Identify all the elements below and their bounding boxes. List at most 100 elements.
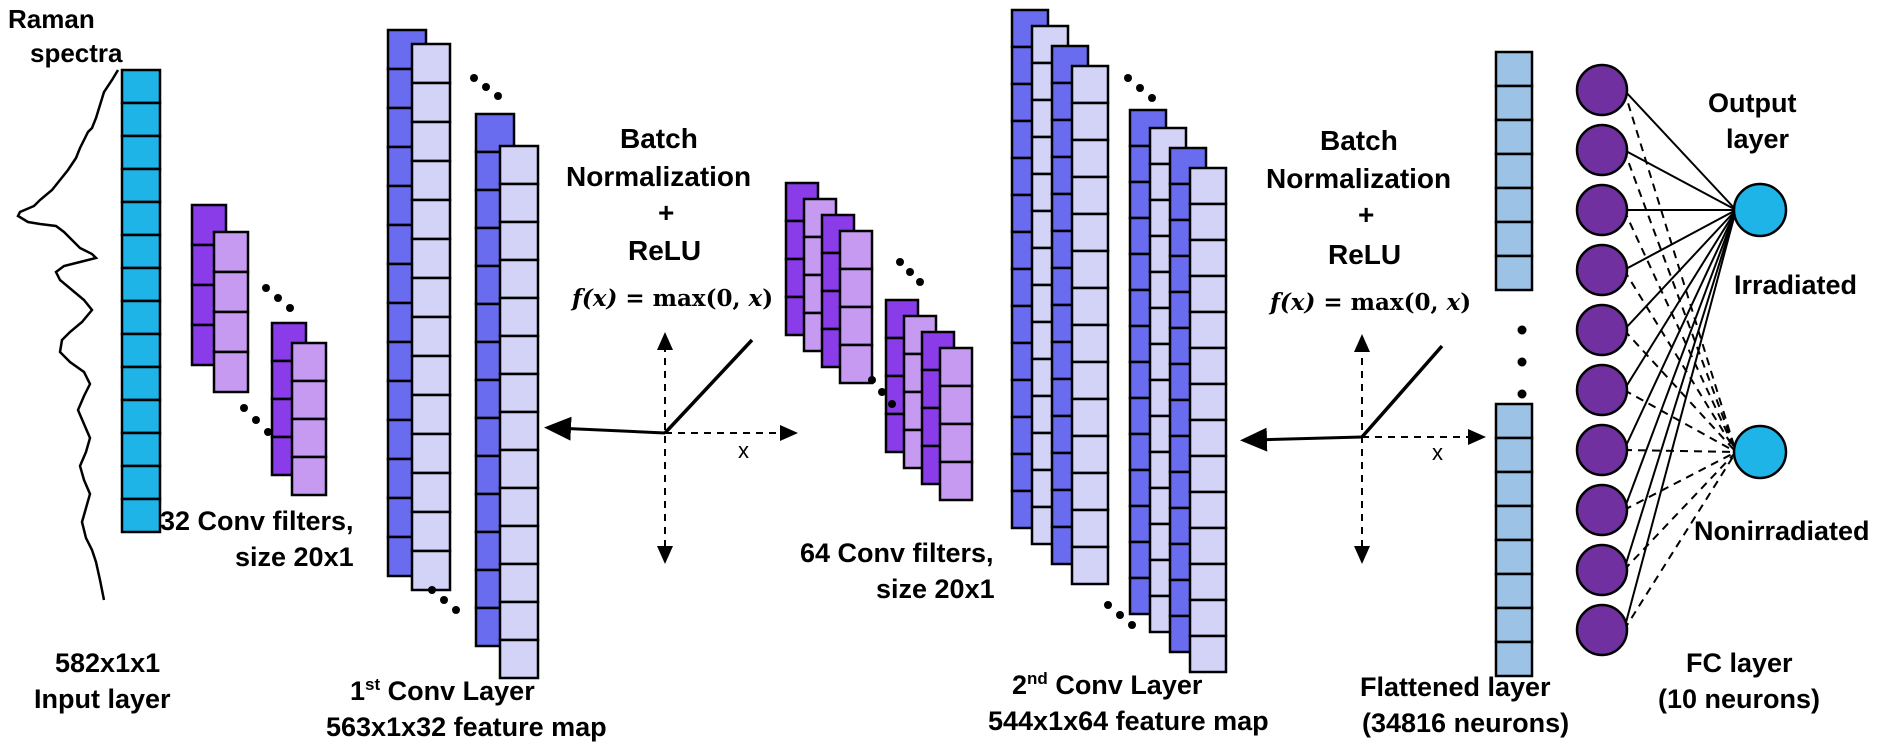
feature-map-cell <box>410 120 452 163</box>
flattened-cell <box>1494 402 1534 440</box>
feature-map-cell <box>1070 360 1110 401</box>
flattened-cell <box>1494 504 1534 542</box>
flattened-cell <box>1494 84 1534 122</box>
fc-label-line2: (10 neurons) <box>1658 684 1820 714</box>
filter-cell <box>212 310 250 354</box>
bn-relu-b: ReLU <box>1328 239 1401 270</box>
feature-map-cell <box>1070 471 1110 512</box>
feature-map-cell <box>410 393 452 436</box>
feature-map-cell <box>498 372 540 414</box>
fc-connection-line <box>1623 209 1737 271</box>
fc-connection-line <box>1623 449 1737 453</box>
raman-spectrum-icon <box>16 69 120 601</box>
feature-map-cell <box>1188 562 1228 602</box>
feature-map-cell <box>1070 286 1110 327</box>
feature-map-cell <box>1188 382 1228 422</box>
input-name-label: Input layer <box>34 684 171 714</box>
output-neuron <box>1732 182 1788 238</box>
filter-cell <box>938 384 974 426</box>
filter-cell <box>838 229 874 271</box>
flattened-cell <box>1494 152 1534 190</box>
input-layer-column <box>120 68 162 534</box>
input-cell <box>120 134 162 171</box>
filter-cell <box>938 460 974 502</box>
feature-map-cell <box>1188 202 1228 242</box>
input-cell <box>120 497 162 534</box>
conv1-map-label: 563x1x32 feature map <box>326 712 607 742</box>
feature-map-cell <box>498 524 540 566</box>
feature-map-cell <box>498 486 540 528</box>
feature-map-cell <box>498 220 540 262</box>
filter-cell <box>938 422 974 464</box>
relu-axis-x-label-1: x <box>738 438 749 463</box>
feature-map-cell <box>410 42 452 85</box>
conv-filters-1 <box>190 203 328 497</box>
fc-connection-line <box>1623 209 1737 511</box>
relu-graph-icon <box>544 332 798 564</box>
filter-cell <box>838 305 874 347</box>
input-cell <box>120 266 162 303</box>
conv-layer-1-feature-maps <box>386 28 540 680</box>
fc-neuron <box>1575 123 1629 177</box>
feature-map-cell <box>498 600 540 642</box>
fc-connection-line <box>1623 209 1737 571</box>
feature-map-cell <box>410 432 452 475</box>
input-cell <box>120 233 162 270</box>
filter-cell <box>212 270 250 314</box>
filters1-label-line1: 32 Conv filters, <box>160 506 354 536</box>
flattened-label-line2: (34816 neurons) <box>1362 708 1569 738</box>
feature-map-cell <box>1070 545 1110 586</box>
relu-axis-x-label-2: x <box>1432 440 1443 465</box>
feature-map-cell <box>410 315 452 358</box>
input-cell <box>120 398 162 435</box>
fc-connection-line <box>1623 269 1737 453</box>
bn-label-line2-a: Normalization <box>566 161 751 192</box>
conv2-map-label: 544x1x64 feature map <box>988 706 1269 736</box>
feature-map-cell <box>1070 138 1110 179</box>
relu-formula-b: f(x) = max(0, x) <box>1268 289 1471 316</box>
feature-map-cell <box>410 237 452 280</box>
feature-map-cell <box>1070 323 1110 364</box>
conv-filters-2 <box>784 181 974 502</box>
feature-map-cell <box>1070 249 1110 290</box>
fc-neuron <box>1575 603 1629 657</box>
feature-map-cell <box>1070 434 1110 475</box>
fc-connection-line <box>1623 209 1737 391</box>
bn-label-line1-a: Batch <box>620 123 698 154</box>
flattened-cell <box>1494 538 1534 576</box>
filter-cell <box>838 343 874 385</box>
input-cell <box>120 299 162 336</box>
conv2-title: 2nd Conv Layer <box>1012 669 1203 700</box>
fc-connection-line <box>1623 209 1737 331</box>
input-cell <box>120 68 162 105</box>
fc-connections <box>1623 89 1737 631</box>
feature-map-cell <box>1188 346 1228 386</box>
output-label-line2: layer <box>1726 124 1790 154</box>
feature-map-cell <box>1188 634 1228 674</box>
filter-cell <box>212 350 250 394</box>
flattened-cell <box>1494 470 1534 508</box>
filter-cell <box>938 346 974 388</box>
flattened-cell <box>1494 572 1534 610</box>
feature-map-cell <box>498 448 540 490</box>
filter-cell <box>838 267 874 309</box>
fc-connection-line <box>1623 149 1737 211</box>
filter-cell <box>290 455 328 497</box>
raman-label-line2: spectra <box>30 38 123 68</box>
input-dims-label: 582x1x1 <box>55 648 160 678</box>
feature-map-cell <box>1070 64 1110 105</box>
filter-cell <box>290 341 328 383</box>
fc-connection-line <box>1623 389 1737 453</box>
output-label-line1: Output <box>1708 88 1796 118</box>
feature-map-cell <box>498 182 540 224</box>
feature-map-cell <box>498 562 540 604</box>
feature-map-cell <box>1188 418 1228 458</box>
flattened-cell <box>1494 118 1534 156</box>
feature-map-cell <box>410 471 452 514</box>
fc-layer-neurons <box>1575 63 1629 657</box>
fc-connection-line <box>1623 89 1737 211</box>
feature-map-cell <box>498 258 540 300</box>
feature-map-cell <box>1188 526 1228 566</box>
fc-neuron <box>1575 183 1629 237</box>
